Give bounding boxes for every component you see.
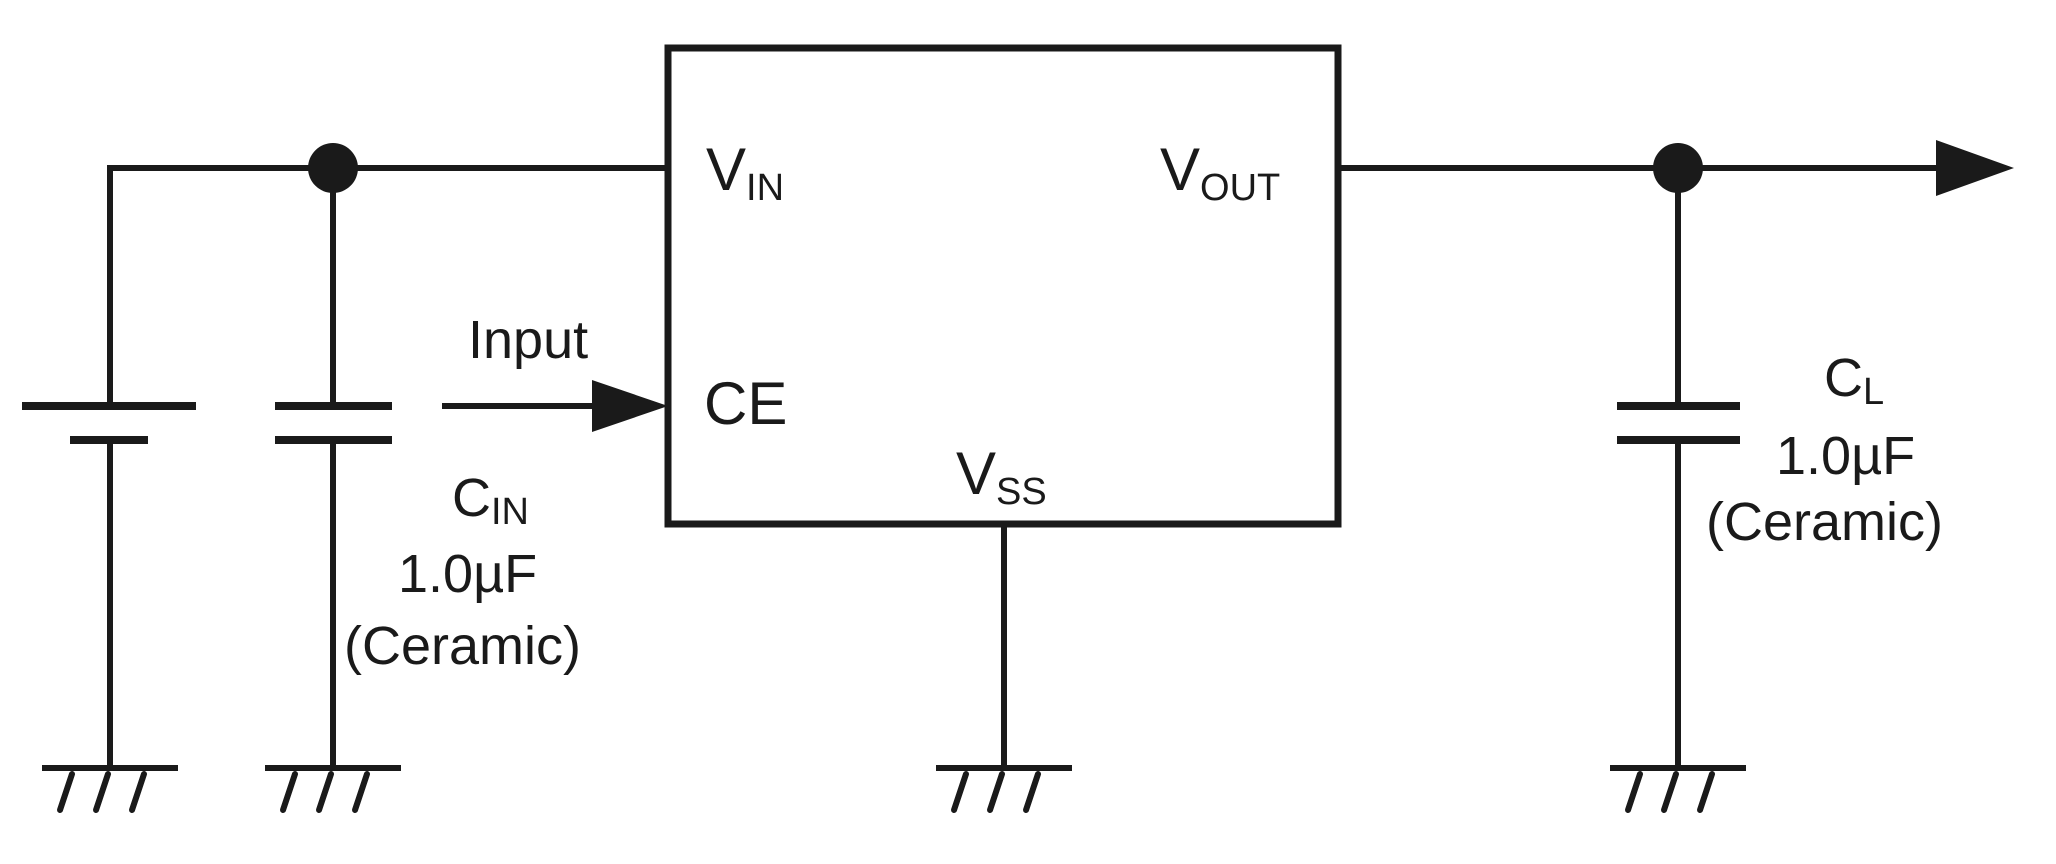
vin-pin-label: VIN [706, 136, 784, 209]
cin-type-label: (Ceramic) [344, 616, 581, 676]
cl-name-label: CL [1824, 348, 1884, 413]
cin-name-label: CIN [452, 468, 529, 533]
ground-symbol [936, 765, 1072, 813]
cin-value-label: 1.0µF [398, 544, 537, 604]
vss-pin-label: VSS [956, 440, 1047, 513]
cl-value-label: 1.0µF [1776, 426, 1915, 486]
cl-capacitor [1617, 165, 1740, 771]
cin-capacitor [275, 165, 392, 771]
ground-symbol [265, 765, 401, 813]
ce-input-arrow [442, 380, 668, 432]
vout-pin-label: VOUT [1160, 136, 1280, 209]
battery-source [22, 165, 196, 771]
cl-type-label: (Ceramic) [1706, 492, 1943, 552]
vout-output-arrow [1936, 140, 2014, 196]
ground-symbol [1610, 765, 1746, 813]
input-signal-label: Input [468, 310, 588, 370]
ground-symbol [42, 765, 178, 813]
regulator-ic-box [664, 44, 1342, 528]
ce-pin-label: CE [704, 370, 787, 437]
